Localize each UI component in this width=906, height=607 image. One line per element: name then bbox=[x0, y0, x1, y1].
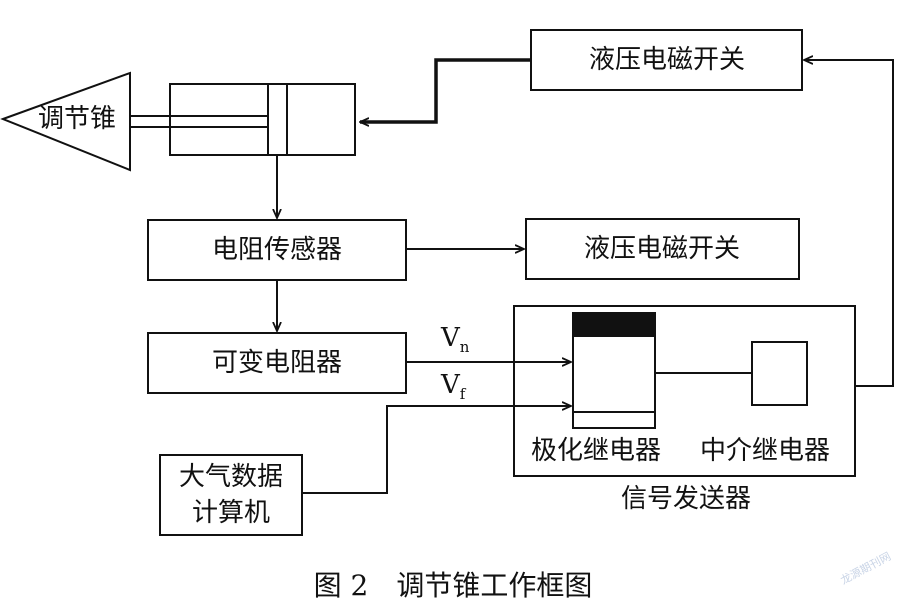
connector-solenoid-to-actuator bbox=[360, 58, 531, 122]
connector-vf bbox=[302, 406, 571, 494]
intermediate-relay-label: 中介继电器 bbox=[700, 436, 831, 466]
cone-label: 调节锥 bbox=[38, 104, 117, 134]
signal-generator-box bbox=[513, 305, 856, 477]
actuator-cylinder bbox=[169, 83, 356, 156]
solenoid-mid-label: 液压电磁开关 bbox=[583, 234, 741, 264]
connector-feedback bbox=[804, 60, 894, 387]
actuator-piston bbox=[267, 83, 288, 156]
polarized-relay-label: 极化继电器 bbox=[531, 436, 662, 466]
solenoid-top-label: 液压电磁开关 bbox=[588, 45, 746, 75]
signal-vf-label: Vf bbox=[441, 370, 466, 403]
air-data-computer-line2: 计算机 bbox=[191, 498, 271, 528]
signal-generator-label: 信号发送器 bbox=[620, 484, 752, 514]
solenoid-mid-box bbox=[525, 218, 800, 280]
cone-shape bbox=[0, 71, 131, 172]
figure-caption: 图 2 调节锥工作框图 bbox=[313, 569, 593, 602]
intermediate-relay-box bbox=[751, 341, 808, 406]
air-data-computer-line1: 大气数据 bbox=[178, 462, 284, 492]
resistance-sensor-label: 电阻传感器 bbox=[211, 235, 343, 265]
polarized-relay-black-bar bbox=[573, 313, 655, 337]
variable-resistor-label: 可变电阻器 bbox=[211, 348, 343, 378]
air-data-computer-box bbox=[159, 454, 303, 536]
signal-vn-label: Vn bbox=[441, 323, 470, 356]
